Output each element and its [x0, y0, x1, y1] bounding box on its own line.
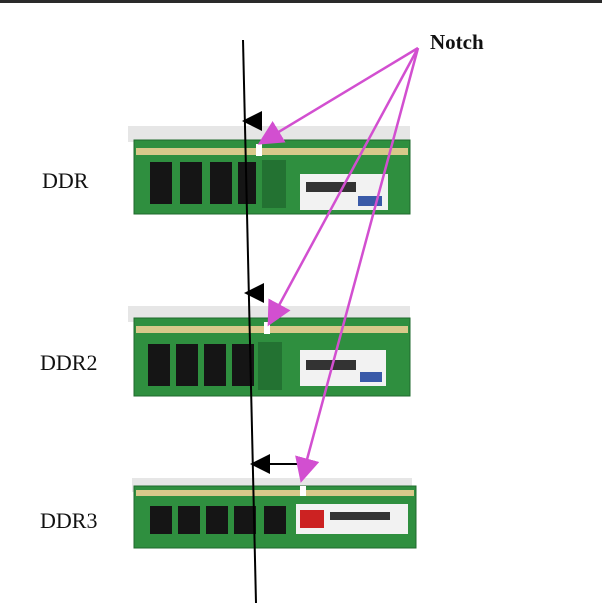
left-arrow-icon [254, 464, 300, 474]
ddr2-module [128, 306, 410, 396]
ddr3-module [132, 478, 416, 548]
notch-label: Notch [430, 30, 484, 55]
ddr2-label: DDR2 [40, 350, 97, 376]
ddr-label: DDR [42, 168, 88, 194]
ddr3-label: DDR3 [40, 508, 97, 534]
magenta-arrow-icon [302, 48, 418, 478]
